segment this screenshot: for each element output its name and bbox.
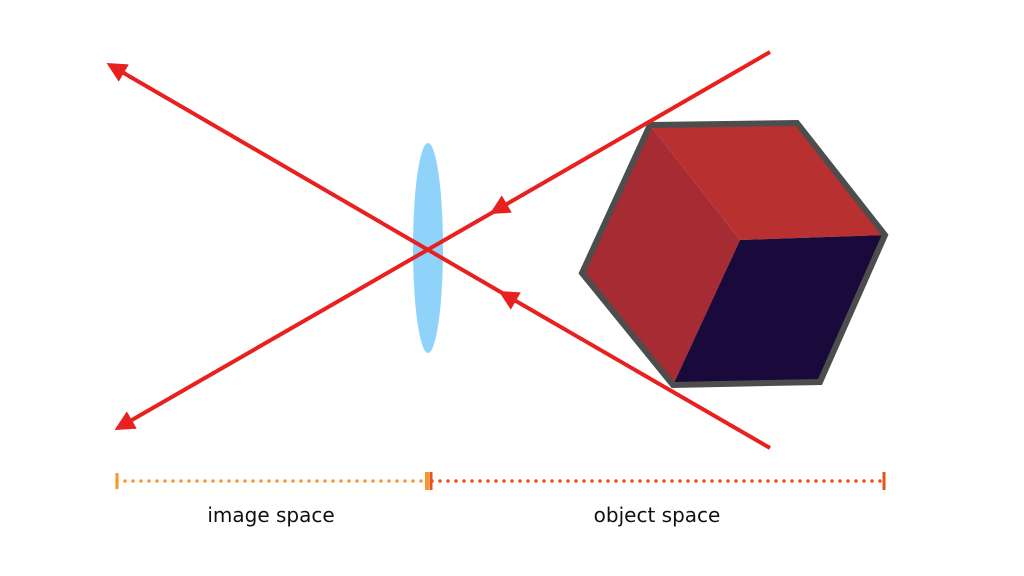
cube-outline — [578, 119, 889, 389]
ray-lower — [106, 62, 772, 450]
ray-upper — [114, 50, 772, 430]
image-space-line — [115, 472, 430, 490]
object-space-line — [429, 472, 886, 490]
cube-object — [578, 119, 889, 389]
image-space-label: image space — [207, 503, 335, 527]
object-space-label: object space — [593, 503, 721, 527]
cube-top-face — [650, 123, 885, 240]
